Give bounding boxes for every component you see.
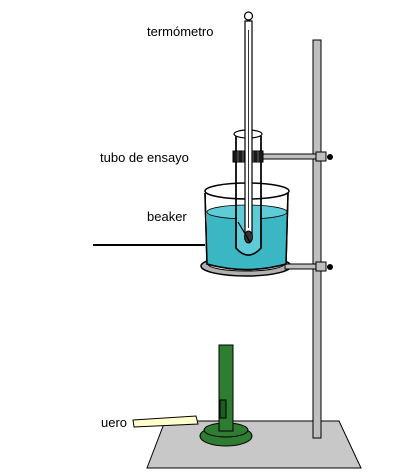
lighter-label: uero bbox=[101, 415, 127, 430]
thermometer-label: termómetro bbox=[147, 24, 213, 39]
stand-rod bbox=[312, 39, 322, 439]
bunsen-burner bbox=[199, 344, 253, 447]
lower-clamp-screw bbox=[327, 264, 333, 270]
beaker-label: beaker bbox=[147, 209, 187, 224]
stirring-rod bbox=[237, 221, 251, 243]
stand-base-plate bbox=[146, 420, 362, 469]
lower-clamp-arm bbox=[284, 263, 318, 270]
lighter-stick bbox=[132, 415, 199, 428]
test-tube-label: tubo de ensayo bbox=[100, 150, 189, 165]
thermometer bbox=[243, 11, 254, 244]
upper-clamp-screw bbox=[327, 154, 333, 160]
upper-clamp-arm bbox=[257, 153, 317, 160]
